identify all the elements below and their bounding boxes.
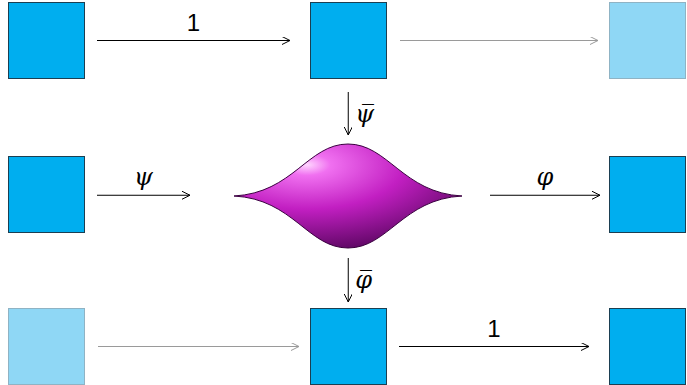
square-box [310,2,387,79]
field-symbol: φ̅ [355,268,372,292]
arrow-connector [490,195,600,196]
lens-shape [233,143,463,249]
square-box [609,308,686,385]
square-box [8,308,85,385]
square-box [8,156,85,233]
square-box [8,2,85,79]
magenta-lens [233,143,463,249]
edge-label: 1 [187,11,200,35]
edge-label: 1 [487,317,500,341]
arrow-connector [348,258,349,302]
square-box [310,308,387,385]
arrow-connector [98,346,299,347]
arrow-connector [97,40,290,41]
arrow-connector [400,40,598,41]
square-box [609,156,686,233]
arrow-connector [348,92,349,135]
field-symbol: ψ̅ [355,102,374,126]
arrow-connector [97,195,190,196]
field-symbol: φ [537,165,554,189]
square-box [609,2,686,79]
field-symbol: ψ [134,165,153,189]
arrow-connector [399,346,589,347]
